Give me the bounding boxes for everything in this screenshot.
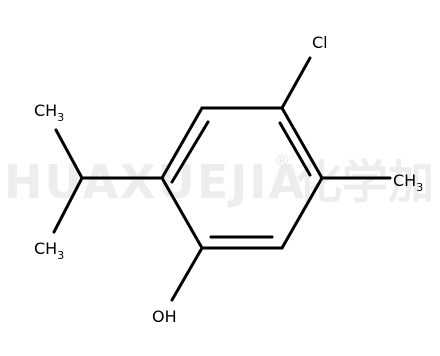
substituent-bonds	[52, 56, 392, 302]
methyl-ring-text: CH3	[393, 171, 423, 194]
atom-label-isopropyl-methyl-top: CH3	[34, 101, 64, 124]
bond-ring-c5-c6	[280, 176, 324, 250]
bond-ring-c4-c5	[280, 106, 324, 180]
bond-ring-c2-c3	[160, 106, 204, 180]
benzene-ring	[160, 106, 324, 250]
isopropyl-methyl-top-text: CH3	[34, 101, 64, 124]
atom-label-chlorine: Cl	[312, 33, 328, 52]
watermark-registered-mark: ®	[274, 151, 290, 170]
bond-double-inner-c2-c3	[170, 120, 210, 184]
bond-double-inner-c4-c5	[278, 121, 312, 177]
atom-label-methyl-ring: CH3	[393, 171, 423, 194]
atom-labels: Cl CH3 CH3 CH3 OH	[34, 33, 423, 326]
atom-label-isopropyl-methyl-bottom: CH3	[34, 239, 64, 262]
bond-isopropyl-methyl-bottom	[52, 176, 84, 234]
isopropyl-methyl-bottom-text: CH3	[34, 239, 64, 262]
watermark-latin: HUAXUEJIA	[4, 155, 306, 209]
bond-ring-c1-c2	[160, 176, 204, 250]
bond-c4-cl	[280, 56, 312, 110]
watermark: HUAXUEJIA ® 化学加	[4, 151, 434, 209]
bond-c1-oh	[170, 246, 204, 302]
bond-isopropyl-methyl-top	[54, 128, 84, 180]
atom-label-hydroxyl: OH	[152, 307, 177, 326]
